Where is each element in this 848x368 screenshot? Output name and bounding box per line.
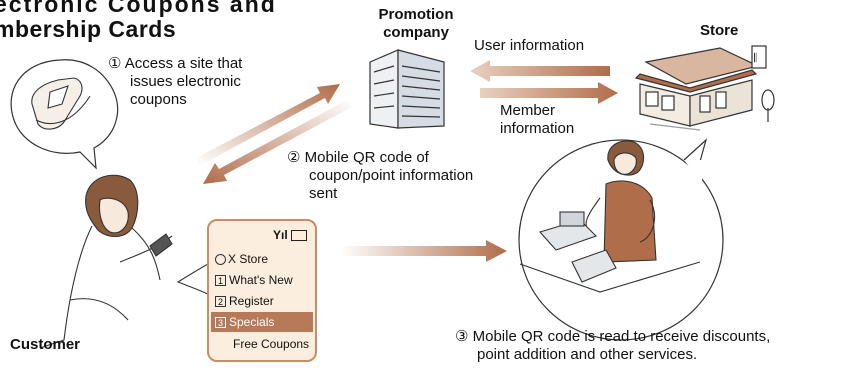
step1-line1: Access a site that bbox=[124, 55, 243, 72]
step3-text: ③ Mobile QR code is read to receive disc… bbox=[455, 328, 770, 364]
step3-line1: Mobile QR code is read to receive discou… bbox=[472, 328, 771, 345]
arrow-member-info bbox=[480, 82, 618, 104]
clerk-bubble bbox=[518, 138, 724, 341]
step2-line2: coupon/point information bbox=[309, 167, 474, 184]
step1-text: ① Access a site that issues electronic c… bbox=[108, 55, 242, 109]
phone-item-store[interactable]: X Store bbox=[215, 249, 311, 269]
battery-icon bbox=[291, 230, 307, 242]
item-number: 3 bbox=[215, 316, 226, 328]
building-icon bbox=[369, 49, 445, 129]
arrow-user-info bbox=[470, 60, 610, 82]
store-label: Store bbox=[700, 22, 739, 39]
step2-text: ② Mobile QR code of coupon/point informa… bbox=[287, 149, 473, 203]
signal-battery-icon: Yıl bbox=[273, 228, 307, 242]
item-number: 1 bbox=[215, 274, 226, 286]
member-information-label: Member information bbox=[500, 102, 574, 138]
phone-item-label: X Store bbox=[228, 252, 269, 266]
arrow-qr-read bbox=[340, 240, 507, 262]
diagram-title: ectronic Coupons and mbership Cards bbox=[0, 0, 277, 42]
user-information-label: User information bbox=[474, 37, 585, 54]
title-line1: ectronic Coupons and bbox=[0, 0, 277, 17]
step2-line3: sent bbox=[309, 185, 338, 202]
mobile-phone-icon bbox=[31, 77, 91, 130]
phone-item-label: What's New bbox=[229, 273, 293, 287]
svg-text:𝄃: 𝄃 bbox=[754, 51, 757, 65]
customer-label: Customer bbox=[10, 336, 81, 353]
store-icon: 𝄃 bbox=[634, 45, 775, 131]
promotion-line2: company bbox=[383, 24, 449, 41]
phone-item-label: Specials bbox=[229, 315, 275, 329]
step2-line1: Mobile QR code of bbox=[304, 149, 429, 166]
store-clerk-figure bbox=[585, 140, 657, 263]
circle-icon bbox=[215, 253, 226, 265]
arrow-qr-sent bbox=[203, 100, 352, 184]
step3-number: ③ bbox=[455, 328, 469, 345]
step2-number: ② bbox=[287, 149, 301, 166]
member-info-line2: information bbox=[500, 120, 575, 137]
step1-line3: coupons bbox=[130, 91, 187, 108]
promotion-company-label: Promotion company bbox=[371, 6, 461, 42]
signal-icon: Yıl bbox=[272, 228, 288, 242]
step3-line2: point addition and other services. bbox=[477, 346, 698, 363]
member-info-line1: Member bbox=[500, 102, 556, 119]
phone-item-label: Register bbox=[229, 294, 274, 308]
arrow-access-site bbox=[196, 84, 340, 165]
cash-register-icon bbox=[519, 211, 701, 293]
phone-bubble bbox=[10, 59, 119, 170]
phone-item-free-coupons[interactable]: Free Coupons bbox=[215, 334, 311, 354]
phone-item-label: Free Coupons bbox=[233, 337, 310, 351]
item-number: 2 bbox=[215, 295, 226, 307]
promotion-line1: Promotion bbox=[378, 6, 454, 23]
step1-number: ① bbox=[108, 55, 122, 72]
title-line2: mbership Cards bbox=[0, 16, 177, 42]
customer-figure bbox=[39, 174, 173, 349]
step1-line2: issues electronic bbox=[130, 73, 241, 90]
